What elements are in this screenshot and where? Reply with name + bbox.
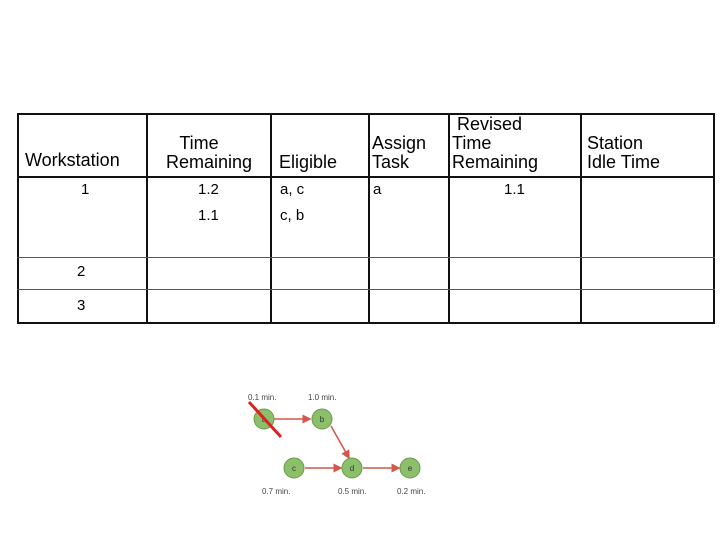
- node-a: a 0.1 min.: [248, 393, 276, 430]
- column-divider: [146, 113, 148, 324]
- node-c-label: c: [292, 464, 296, 473]
- table-border-left: [17, 113, 19, 324]
- row-divider: [17, 289, 715, 290]
- node-e-time: 0.2 min.: [397, 487, 425, 496]
- column-divider: [448, 113, 450, 324]
- cell-eligible: a, c: [280, 181, 305, 198]
- node-e-label: e: [408, 464, 413, 473]
- precedence-diagram: a 0.1 min. b 1.0 min. c 0.7 min. d 0.5 m…: [247, 393, 425, 496]
- header-time-remaining: Time Remaining: [165, 133, 253, 172]
- node-e: e 0.2 min.: [397, 457, 425, 496]
- node-c: c 0.7 min.: [262, 457, 305, 496]
- column-divider: [368, 113, 370, 324]
- task-assignment-table: Workstation Time Remaining Eligible Assi…: [17, 113, 715, 324]
- node-b: b 1.0 min.: [308, 393, 336, 430]
- cell-workstation: 3: [77, 297, 86, 314]
- table-border-bottom: [17, 322, 715, 324]
- cell-assign-task: a: [373, 181, 382, 198]
- header-revised-time-remaining: Revised Time Remaining: [452, 114, 539, 172]
- header-eligible: Eligible: [279, 152, 338, 172]
- cell-revised-time-remaining: 1.1: [504, 181, 525, 198]
- node-d: d 0.5 min.: [338, 457, 366, 496]
- strike-mark: [247, 400, 283, 439]
- cell-workstation: 2: [77, 263, 86, 280]
- node-b-time: 1.0 min.: [308, 393, 336, 402]
- column-divider: [270, 113, 272, 324]
- node-c-time: 0.7 min.: [262, 487, 290, 496]
- cell-eligible: c, b: [280, 207, 305, 224]
- cell-time-remaining: 1.1: [198, 207, 219, 224]
- edge-b-d: [330, 425, 350, 460]
- node-b-label: b: [320, 415, 325, 424]
- node-d-time: 0.5 min.: [338, 487, 366, 496]
- node-d-label: d: [350, 464, 354, 473]
- table-border-top: [17, 113, 715, 115]
- header-assign-task: Assign Task: [372, 133, 427, 172]
- header-workstation: Workstation: [25, 150, 120, 170]
- node-a-time: 0.1 min.: [248, 393, 276, 402]
- column-divider: [580, 113, 582, 324]
- header-station-idle-time: Station Idle Time: [587, 133, 661, 172]
- cell-time-remaining: 1.2: [198, 181, 219, 198]
- header-divider: [17, 176, 715, 178]
- row-divider: [17, 257, 715, 258]
- table-border-right: [713, 113, 715, 324]
- cell-workstation: 1: [81, 181, 90, 198]
